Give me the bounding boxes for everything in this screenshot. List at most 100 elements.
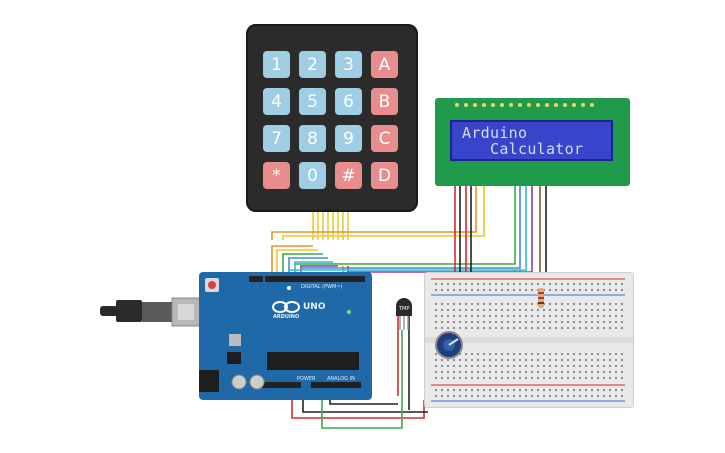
breadboard-hole (495, 359, 497, 361)
breadboard-hole (507, 371, 509, 373)
breadboard-hole (513, 377, 515, 379)
breadboard-hole (615, 371, 617, 373)
breadboard-hole (489, 371, 491, 373)
breadboard-hole (495, 389, 497, 391)
breadboard-hole (609, 359, 611, 361)
digital-label: DIGITAL (PWM~) (301, 284, 343, 290)
breadboard-hole (567, 395, 569, 397)
breadboard-hole (537, 353, 539, 355)
lcd-screen: Arduino Calculator (450, 120, 613, 161)
breadboard-hole (441, 395, 443, 397)
breadboard-hole (543, 395, 545, 397)
breadboard-hole (489, 283, 491, 285)
breadboard-hole (543, 371, 545, 373)
breadboard-hole (555, 377, 557, 379)
breadboard-hole (537, 371, 539, 373)
breadboard-hole (483, 327, 485, 329)
keypad-key[interactable]: 6 (335, 88, 362, 115)
breadboard-hole (549, 353, 551, 355)
breadboard-hole (447, 365, 449, 367)
keypad-key[interactable]: 0 (299, 162, 326, 189)
breadboard-hole (531, 289, 533, 291)
breadboard-hole (531, 309, 533, 311)
breadboard-hole (561, 377, 563, 379)
breadboard-hole (543, 365, 545, 367)
breadboard-hole (459, 327, 461, 329)
keypad-key[interactable]: A (371, 51, 398, 78)
breadboard-hole (561, 371, 563, 373)
breadboard-hole (603, 309, 605, 311)
breadboard-hole (615, 327, 617, 329)
breadboard-hole (525, 377, 527, 379)
breadboard-hole (609, 377, 611, 379)
keypad-key[interactable]: * (263, 162, 290, 189)
breadboard-hole (573, 309, 575, 311)
breadboard-hole (459, 353, 461, 355)
breadboard-hole (615, 321, 617, 323)
breadboard-hole (537, 377, 539, 379)
breadboard-hole (507, 395, 509, 397)
breadboard-hole (549, 321, 551, 323)
breadboard-hole (621, 377, 623, 379)
keypad-key[interactable]: 4 (263, 88, 290, 115)
breadboard-hole (471, 309, 473, 311)
keypad-key[interactable]: 1 (263, 51, 290, 78)
breadboard-hole (603, 327, 605, 329)
keypad-key[interactable]: 7 (263, 125, 290, 152)
breadboard-hole (489, 289, 491, 291)
breadboard-hole (465, 395, 467, 397)
keypad-key[interactable]: B (371, 88, 398, 115)
breadboard-hole (609, 327, 611, 329)
breadboard-hole (573, 315, 575, 317)
keypad-key[interactable]: D (371, 162, 398, 189)
keypad-key[interactable]: 9 (335, 125, 362, 152)
breadboard-hole (477, 321, 479, 323)
breadboard-hole (579, 365, 581, 367)
breadboard-hole (489, 353, 491, 355)
breadboard-hole (609, 289, 611, 291)
breadboard-hole (531, 353, 533, 355)
breadboard-hole (537, 389, 539, 391)
breadboard-hole (621, 327, 623, 329)
breadboard-hole (579, 359, 581, 361)
breadboard-hole (519, 353, 521, 355)
breadboard-hole (531, 321, 533, 323)
breadboard-hole (579, 289, 581, 291)
breadboard-hole (597, 389, 599, 391)
breadboard-hole (615, 353, 617, 355)
breadboard-hole (549, 377, 551, 379)
sensor-label: TMP (399, 306, 410, 312)
breadboard-hole (579, 303, 581, 305)
keypad-key[interactable]: # (335, 162, 362, 189)
breadboard-hole (567, 309, 569, 311)
breadboard-hole (471, 289, 473, 291)
keypad-key[interactable]: C (371, 125, 398, 152)
keypad-key[interactable]: 5 (299, 88, 326, 115)
keypad-key[interactable]: 8 (299, 125, 326, 152)
breadboard-hole (495, 377, 497, 379)
resistor (538, 288, 544, 308)
breadboard-hole (597, 327, 599, 329)
breadboard-hole (573, 389, 575, 391)
keypad-key[interactable]: 2 (299, 51, 326, 78)
arduino-uno-board: ARDUINO UNO DIGITAL (PWM~) POWER ANALOG … (199, 272, 372, 400)
breadboard-hole (489, 365, 491, 367)
breadboard-hole (585, 377, 587, 379)
keypad-key[interactable]: 3 (335, 51, 362, 78)
breadboard-hole (483, 321, 485, 323)
breadboard-hole (561, 353, 563, 355)
breadboard-hole (441, 371, 443, 373)
breadboard-hole (591, 371, 593, 373)
breadboard-hole (603, 389, 605, 391)
breadboard-hole (561, 327, 563, 329)
breadboard-hole (495, 303, 497, 305)
breadboard-hole (561, 359, 563, 361)
breadboard-hole (507, 365, 509, 367)
breadboard-hole (615, 289, 617, 291)
breadboard-hole (561, 309, 563, 311)
breadboard-hole (501, 371, 503, 373)
breadboard-hole (579, 315, 581, 317)
breadboard-hole (495, 315, 497, 317)
breadboard-hole (591, 389, 593, 391)
breadboard-hole (579, 371, 581, 373)
